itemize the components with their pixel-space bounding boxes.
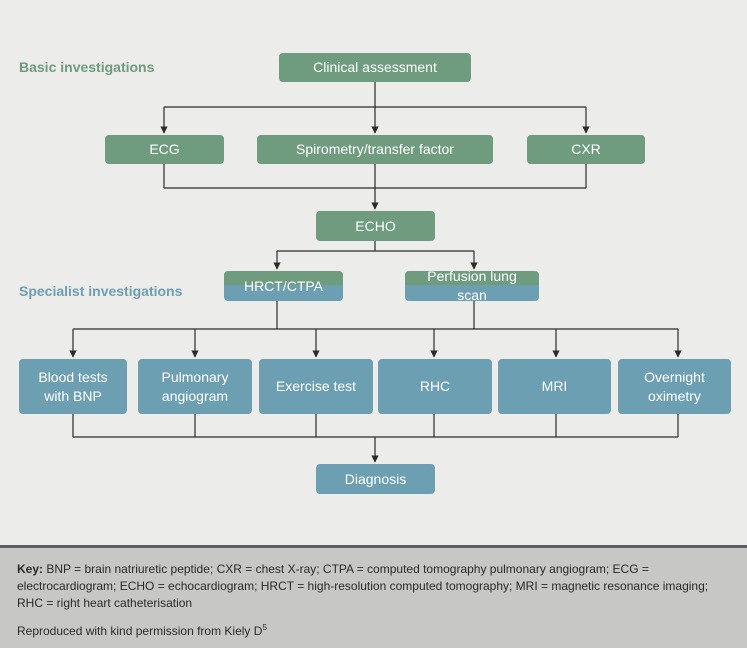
spirometry-node: Spirometry/transfer factor <box>257 135 493 164</box>
node-label: Diagnosis <box>344 470 407 487</box>
key-definitions: BNP = brain natriuretic peptide; CXR = c… <box>17 562 709 611</box>
key-heading: Key: <box>17 562 44 576</box>
node-label-line: with BNP <box>44 387 102 404</box>
investigation-flowchart: Basic investigations Specialist investig… <box>19 53 731 494</box>
node-label-line: Overnight <box>644 368 705 385</box>
node-label: MRI <box>541 378 568 395</box>
exercise-test-node: Exercise test <box>259 359 373 414</box>
basic-investigations-label: Basic investigations <box>19 59 155 75</box>
blood-tests-node: Blood tests with BNP <box>19 359 127 414</box>
node-label: Clinical assessment <box>313 59 437 76</box>
credit-line: Reproduced with kind permission from Kie… <box>17 622 731 640</box>
node-label-line: oximetry <box>648 387 701 404</box>
node-label-line: Blood tests <box>38 368 108 385</box>
pulmonary-angiogram-node: Pulmonary angiogram <box>138 359 252 414</box>
mri-node: MRI <box>498 359 611 414</box>
credit-text: Reproduced with kind permission from Kie… <box>17 624 263 639</box>
node-label: Perfusion lung scan <box>427 268 517 303</box>
credit-reference: 5 <box>262 623 267 633</box>
node-label: ECHO <box>355 217 396 234</box>
node-label: ECG <box>149 141 180 158</box>
node-label: HRCT/CTPA <box>243 277 324 294</box>
key-text: Key: BNP = brain natriuretic peptide; CX… <box>17 561 731 612</box>
node-label-line: Pulmonary <box>161 368 229 385</box>
ecg-node: ECG <box>105 135 224 164</box>
cxr-node: CXR <box>527 135 645 164</box>
node-label: Spirometry/transfer factor <box>296 141 454 158</box>
node-label-line: angiogram <box>161 387 229 404</box>
echo-node: ECHO <box>316 211 435 241</box>
specialist-investigations-label: Specialist investigations <box>19 283 183 299</box>
hrct-ctpa-node: HRCT/CTPA <box>224 271 343 301</box>
node-label: RHC <box>419 378 451 395</box>
connector-lines <box>69 81 682 463</box>
rhc-node: RHC <box>378 359 492 414</box>
clinical-assessment-node: Clinical assessment <box>279 53 471 82</box>
key-panel: Key: BNP = brain natriuretic peptide; CX… <box>0 545 747 648</box>
perfusion-lung-scan-node: Perfusion lung scan <box>405 268 539 303</box>
node-label: CXR <box>571 141 601 158</box>
node-label: Exercise test <box>275 378 357 395</box>
overnight-oximetry-node: Overnight oximetry <box>618 359 731 414</box>
diagnosis-node: Diagnosis <box>316 464 435 494</box>
